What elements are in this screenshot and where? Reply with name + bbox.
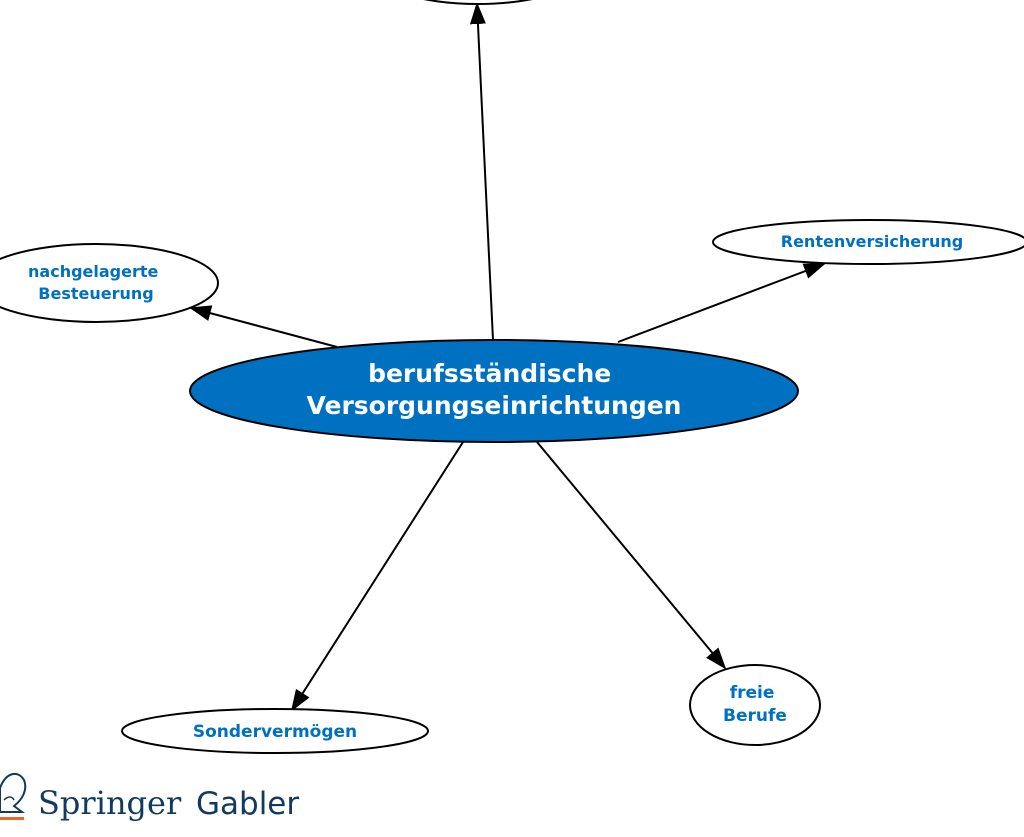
node-freie-berufe: freie Berufe [689,664,821,746]
node-freie-berufe-line-1: freie [730,683,775,703]
node-central: berufsständische Versorgungseinrichtunge… [189,339,799,443]
node-sondervermoegen: Sondervermögen [121,708,429,754]
node-nachgelagerte-besteuerung-line-2: Besteuerung [38,284,153,303]
top-node-ellipse [423,0,533,5]
edge-center-to-top-node [469,2,494,341]
node-rentenversicherung: Rentenversicherung [712,219,1024,265]
node-nachgelagerte-besteuerung-ellipse [0,243,219,323]
edge-center-to-rentenversicherung [617,263,826,343]
node-sondervermoegen-ellipse [121,708,429,754]
svg-text:berufsständische Versorg: berufsständische Versorgungseinrichtunge… [307,359,682,420]
springer-horse-icon [0,772,27,820]
node-central-line-1: berufsständische [368,359,611,388]
node-nachgelagerte-besteuerung-line-1: nachgelagerte [28,262,158,281]
node-sondervermoegen-label: Sondervermögen [193,722,357,742]
springer-gabler-logo: Springer Gabler [0,772,299,822]
node-freie-berufe-line-2: Berufe [723,706,787,726]
edge-center-to-freie-berufe [536,441,727,670]
edge-center-to-nachgelagerte-besteuerung [189,305,338,348]
node-freie-berufe-ellipse [689,664,821,746]
node-central-line-2: Versorgungseinrichtungen [307,391,682,420]
node-central-ellipse [189,339,799,443]
svg-text:nachgelagerte Besteuerun: nachgelagerte Besteuerung [28,262,164,303]
node-nachgelagerte-besteuerung: nachgelagerte Besteuerung [0,243,219,323]
svg-text:freie Berufe: freie Berufe [723,683,787,726]
logo-springer-text: Springer [38,784,182,822]
logo-gabler-text: Gabler [196,786,299,822]
node-rentenversicherung-label: Rentenversicherung [781,232,963,251]
edge-center-to-sondervermoegen [290,441,464,712]
node-rentenversicherung-ellipse [712,219,1024,265]
